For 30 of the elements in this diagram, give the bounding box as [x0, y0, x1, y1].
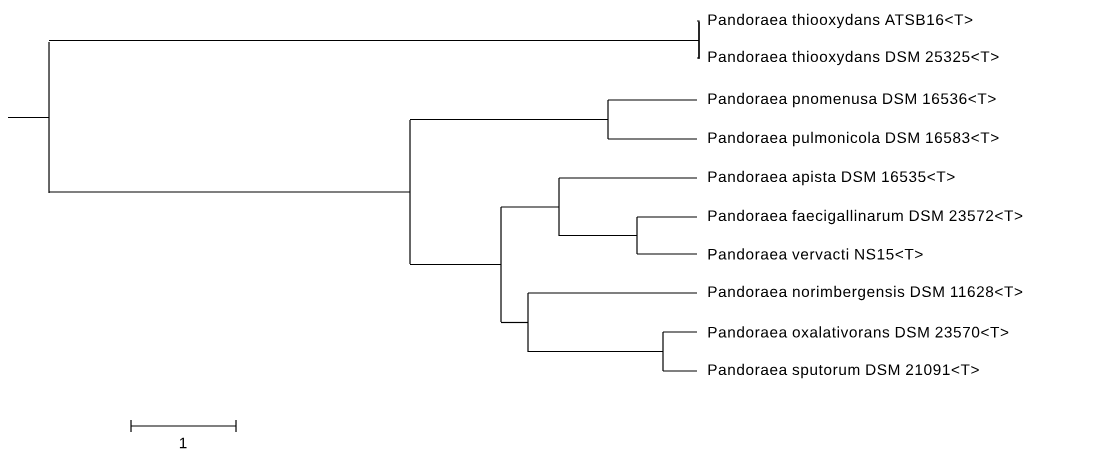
taxon-label: Pandoraea sputorum DSM 21091<T> — [708, 363, 979, 379]
taxon-label: Pandoraea pnomenusa DSM 16536<T> — [708, 92, 996, 108]
branch-line — [48, 191, 411, 193]
branch-line — [558, 234, 638, 237]
branch-line — [500, 206, 560, 208]
taxon-label: Pandoraea thiooxydans ATSB16<T> — [708, 13, 973, 29]
branch-line — [607, 99, 698, 101]
taxon-label: Pandoraea norimbergensis DSM 11628<T> — [708, 285, 1023, 301]
taxon-label: Pandoraea faecigallinarum DSM 23572<T> — [708, 209, 1023, 225]
branch-line — [48, 39, 700, 42]
branch-line — [409, 263, 502, 266]
branch-line — [527, 350, 664, 353]
branch-line — [7, 116, 50, 119]
branch-line — [558, 177, 698, 179]
branch-line — [527, 292, 698, 294]
branch-line — [696, 20, 700, 42]
branch-line — [409, 118, 609, 121]
branch-line — [696, 39, 700, 59]
taxon-label: Pandoraea pulmonicola DSM 16583<T> — [708, 131, 999, 147]
taxon-label: Pandoraea oxalativorans DSM 23570<T> — [708, 326, 1009, 338]
taxon-label: Pandoraea apista DSM 16535<T> — [708, 170, 955, 186]
taxon-label: Pandoraea vervacti NS15<T> — [708, 248, 923, 260]
taxon-label: Pandoraea thiooxydans DSM 25325<T> — [708, 50, 999, 66]
scale-label: 1 — [179, 437, 187, 449]
branch-line — [636, 253, 698, 255]
branch-line — [662, 331, 698, 333]
branch-line — [662, 370, 698, 372]
branch-line — [607, 138, 698, 140]
branch-line — [636, 216, 698, 218]
branch-line — [500, 321, 529, 324]
